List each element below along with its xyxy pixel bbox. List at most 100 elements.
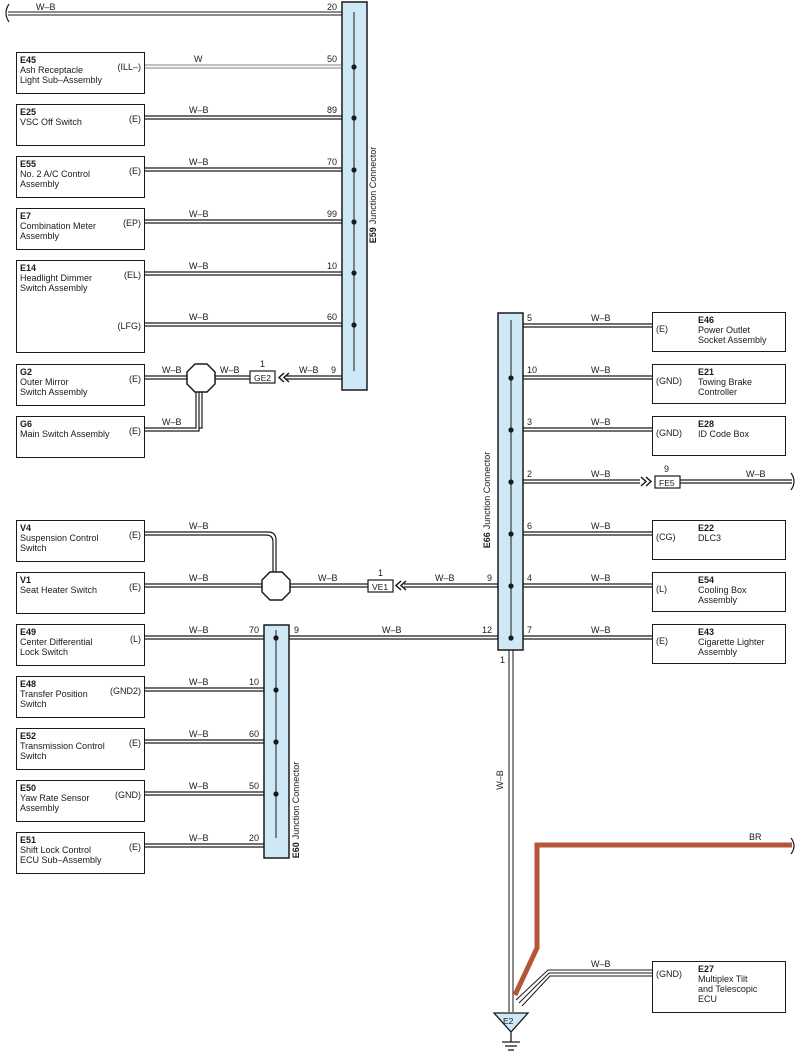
wire-color-label: W–B xyxy=(382,625,402,635)
component-name: Power Outlet Socket Assembly xyxy=(698,325,767,345)
component-pin: (E) xyxy=(129,166,141,176)
wire-color-label: W–B xyxy=(189,833,209,843)
component-pin: (E) xyxy=(129,426,141,436)
fe5-connector-label: FE5 xyxy=(659,478,675,488)
e66-pin-label: 2 xyxy=(527,469,532,479)
wire-color-label: BR xyxy=(749,832,762,842)
component-e50: E50 Yaw Rate Sensor Assembly (GND) xyxy=(16,780,145,822)
component-name: Main Switch Assembly xyxy=(20,429,110,439)
component-pin: (L) xyxy=(656,584,667,594)
ge2-connector-box xyxy=(249,370,276,384)
component-id: G6 xyxy=(20,419,33,429)
component-e22: (CG) E22 DLC3 xyxy=(652,520,786,560)
ge2-arrow-icon xyxy=(277,372,290,383)
component-id: E50 xyxy=(20,783,37,793)
component-name: No. 2 A/C Control Assembly xyxy=(20,169,91,189)
ve1-pin-label: 1 xyxy=(378,568,383,578)
component-pin: (E) xyxy=(129,842,141,852)
ve1-connector-box xyxy=(367,579,394,593)
component-name: Headlight Dimmer Switch Assembly xyxy=(20,273,93,293)
wire-color-label: W–B xyxy=(189,209,209,219)
component-id: E7 xyxy=(20,211,32,221)
e66-pin-label: 1 xyxy=(500,655,505,665)
component-name: Suspension Control Switch xyxy=(20,533,99,553)
component-pin: (E) xyxy=(129,582,141,592)
component-pin: (E) xyxy=(656,636,668,646)
fe5-arrow-icon xyxy=(640,476,653,487)
wire-color-label: W–B xyxy=(591,625,611,635)
component-pin: (LFG) xyxy=(117,321,142,331)
ve1-connector-label: VE1 xyxy=(372,582,388,592)
component-id: E46 xyxy=(698,315,715,325)
component-e51: E51 Shift Lock Control ECU Sub–Assembly … xyxy=(16,832,145,874)
component-name: Transfer Position Switch xyxy=(20,689,88,709)
component-e43: (E) E43 Cigarette Lighter Assembly xyxy=(652,624,786,664)
component-v1: V1 Seat Heater Switch (E) xyxy=(16,572,145,614)
component-e7: E7 Combination Meter Assembly (EP) xyxy=(16,208,145,250)
wire-color-label: W–B xyxy=(220,365,240,375)
e60-pin-label: 10 xyxy=(249,677,259,687)
component-pin: (E) xyxy=(129,738,141,748)
e66-pin-label: 9 xyxy=(487,573,492,583)
e66-pin-label: 5 xyxy=(527,313,532,323)
ge2-pin-label: 1 xyxy=(260,359,265,369)
component-name: Ash Receptacle Light Sub–Assembly xyxy=(20,65,103,85)
component-e55: E55 No. 2 A/C Control Assembly (E) xyxy=(16,156,145,198)
component-name: Shift Lock Control ECU Sub–Assembly xyxy=(20,845,102,865)
component-e27: (GND) E27 Multiplex Tilt and Telescopic … xyxy=(652,961,786,1013)
e66-pin-label: 6 xyxy=(527,521,532,531)
component-id: G2 xyxy=(20,367,33,377)
wire-color-label: W–B xyxy=(591,417,611,427)
br-wire xyxy=(512,842,792,997)
wire-color-label: W–B xyxy=(162,417,182,427)
component-id: E21 xyxy=(698,367,715,377)
component-id: E52 xyxy=(20,731,37,741)
component-e45: E45 Ash Receptacle Light Sub–Assembly (I… xyxy=(16,52,145,94)
e2-ground-label: E2 xyxy=(503,1016,514,1026)
wire-color-label: W–B xyxy=(591,469,611,479)
component-e54: (L) E54 Cooling Box Assembly xyxy=(652,572,786,612)
component-pin: (GND2) xyxy=(110,686,141,696)
e60-wires xyxy=(145,635,264,848)
wire-color-label: W–B xyxy=(189,677,209,687)
e60-pin-label: 60 xyxy=(249,729,259,739)
e27-ground-wire xyxy=(515,969,652,1007)
e60-pin-label: 70 xyxy=(249,625,259,635)
ground-symbol-icon xyxy=(502,1032,520,1051)
component-id: E48 xyxy=(20,679,37,689)
component-pin: (GND) xyxy=(115,790,141,800)
component-name: Towing Brake Controller xyxy=(698,377,753,397)
component-pin: (E) xyxy=(129,530,141,540)
e59-connector-label: E59Junction Connector xyxy=(368,147,378,244)
component-id: V1 xyxy=(20,575,32,585)
component-name: Multiplex Tilt and Telescopic ECU xyxy=(698,974,758,1004)
e59-pin-label: 89 xyxy=(327,105,337,115)
e60-junction-dots xyxy=(273,635,279,797)
component-name: Cooling Box Assembly xyxy=(698,585,747,605)
component-id: E27 xyxy=(698,964,715,974)
e2-ground-triangle xyxy=(492,1012,530,1033)
component-id: E14 xyxy=(20,263,37,273)
e66-ground-wire xyxy=(508,650,514,1012)
wire-color-label: W–B xyxy=(591,573,611,583)
component-pin: (EP) xyxy=(123,218,141,228)
e59-pin-label: 20 xyxy=(327,2,337,12)
v-splice-octagon xyxy=(261,571,291,601)
wire-color-label: W–B xyxy=(318,573,338,583)
wire-color-label: W–B xyxy=(189,157,209,167)
component-id: E28 xyxy=(698,419,715,429)
component-name: Yaw Rate Sensor Assembly xyxy=(20,793,90,813)
e66-junction-dots xyxy=(508,375,514,641)
e66-pin-label: 12 xyxy=(482,625,492,635)
e60-connector-label: E60Junction Connector xyxy=(291,762,301,859)
wire-color-label: W–B xyxy=(189,312,209,322)
e66-pin-label: 3 xyxy=(527,417,532,427)
fe5-wire-break xyxy=(790,472,795,491)
component-g2: G2 Outer Mirror Switch Assembly (E) xyxy=(16,364,145,406)
component-id: E45 xyxy=(20,55,37,65)
e59-junction-dots xyxy=(351,64,357,328)
e60-pin-label: 50 xyxy=(249,781,259,791)
component-name: Outer Mirror Switch Assembly xyxy=(20,377,88,397)
wire-color-label: W–B xyxy=(591,959,611,969)
